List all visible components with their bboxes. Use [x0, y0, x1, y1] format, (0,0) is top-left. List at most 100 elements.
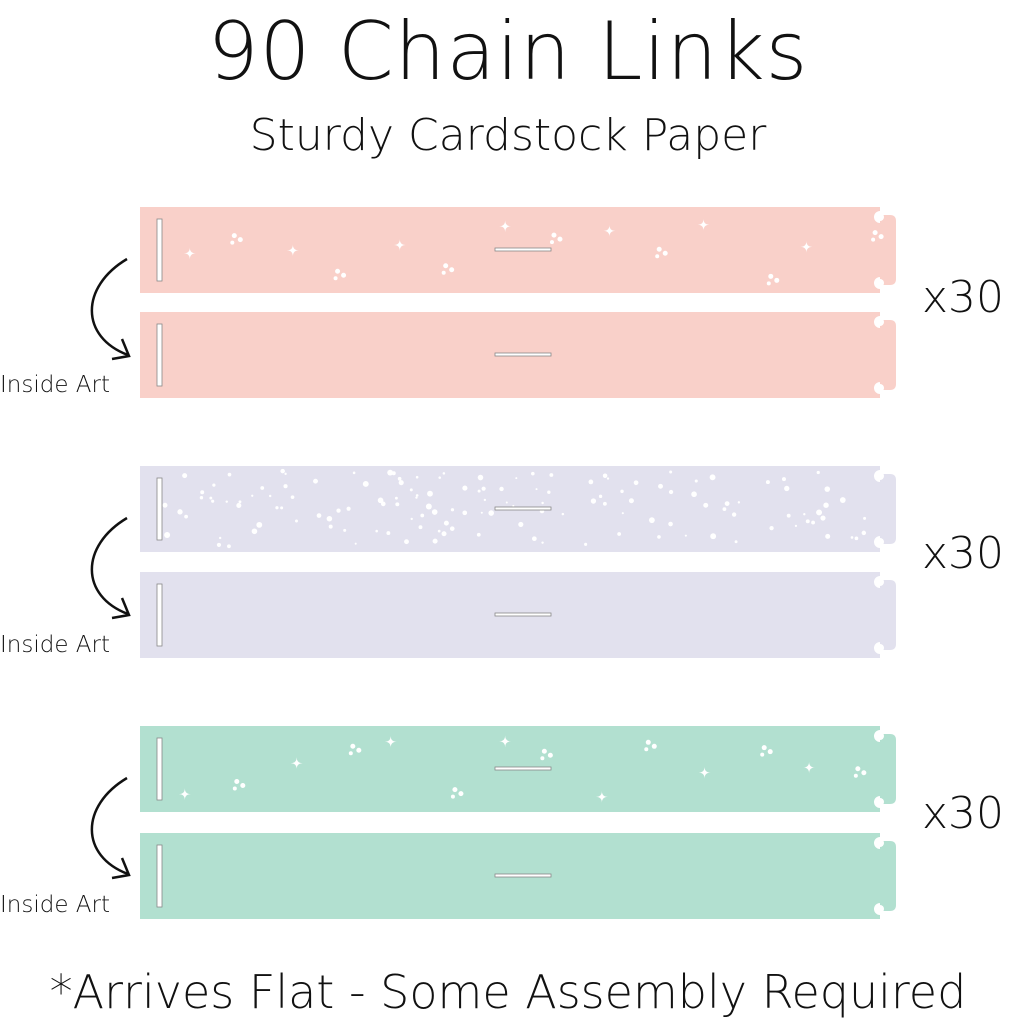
pattern-dot [450, 794, 455, 799]
link-notch [876, 472, 884, 480]
curved-arrow-icon [90, 257, 129, 357]
pattern-dot [633, 480, 639, 486]
pattern-dot [761, 745, 767, 751]
pattern-dot [231, 233, 237, 239]
pattern-dot [404, 539, 409, 545]
pattern-dot [515, 477, 518, 480]
pattern-dot [786, 513, 791, 518]
pattern-dot [280, 468, 285, 474]
pattern-dot [352, 471, 356, 475]
pattern-dot [499, 486, 504, 492]
link-notch [876, 538, 884, 546]
pattern-dot [232, 786, 237, 791]
pattern-dot [531, 471, 535, 476]
arrow-head-icon [111, 338, 131, 361]
pattern-dot [606, 477, 610, 480]
pattern-dot [722, 507, 727, 512]
pattern-dot [346, 506, 351, 511]
pattern-dot [709, 474, 716, 481]
quantity-label-pink: x30 [922, 272, 1005, 323]
pattern-dot [620, 489, 624, 494]
pattern-dot [766, 281, 771, 286]
pattern-dot [803, 513, 806, 516]
vertical-slot [156, 844, 163, 908]
pattern-dot [418, 525, 423, 530]
pattern-dot [644, 747, 649, 752]
pattern-dot [458, 791, 464, 797]
pattern-dot [549, 473, 554, 477]
pattern-dot [227, 472, 232, 477]
link-notch [876, 839, 884, 847]
pattern-dot [481, 486, 486, 491]
pattern-dot [275, 506, 279, 510]
pattern-dot [505, 501, 508, 504]
pattern-dot [734, 540, 738, 544]
pattern-dot [225, 500, 228, 503]
pattern-dot [541, 541, 544, 544]
pattern-dot [794, 524, 798, 527]
pattern-dot [694, 479, 698, 483]
pattern-dot [343, 528, 347, 532]
pattern-dot [598, 494, 603, 499]
pattern-dot [781, 477, 786, 482]
pattern-dot [200, 490, 205, 495]
pattern-dot [816, 470, 820, 475]
sparkle-icon [178, 788, 191, 801]
horizontal-slot [494, 873, 552, 878]
link-notch [876, 644, 884, 652]
quantity-label-mint: x30 [922, 788, 1005, 839]
sparkle-icon [393, 239, 406, 252]
pattern-dot [731, 512, 737, 517]
product-subtitle: Sturdy Cardstock Paper [249, 110, 767, 161]
sparkle-icon [290, 757, 303, 770]
pattern-dot [872, 230, 878, 236]
pattern-dot [691, 491, 697, 498]
pattern-dot [398, 480, 404, 486]
pattern-dot [438, 476, 442, 479]
pattern-dot [211, 499, 215, 503]
pattern-dot [825, 533, 831, 539]
pattern-dot [313, 478, 318, 484]
horizontal-slot [494, 506, 552, 511]
pattern-dot [268, 494, 272, 498]
pattern-dot [645, 739, 651, 745]
pattern-dot [541, 501, 544, 505]
pattern-dot [805, 519, 810, 524]
curved-arrow-icon [90, 776, 129, 876]
vertical-slot [156, 477, 163, 541]
pattern-dot [724, 501, 730, 506]
pattern-dot [441, 531, 447, 537]
pattern-dot [184, 514, 188, 519]
pattern-dot [602, 501, 607, 506]
inside-art-label-mint: Inside Art [0, 892, 111, 918]
pattern-dot [427, 490, 433, 497]
pattern-dot [621, 512, 624, 515]
sparkle-icon [286, 244, 299, 257]
pattern-dot [648, 517, 655, 524]
pattern-dot [737, 501, 741, 504]
quantity-label-lavender: x30 [922, 528, 1005, 579]
pattern-dot [260, 486, 265, 490]
pattern-dot [532, 536, 537, 542]
pattern-dot [182, 473, 188, 479]
pattern-dot [216, 542, 222, 548]
inside-art-label-lavender: Inside Art [0, 632, 111, 658]
pattern-dot [377, 497, 384, 504]
sparkle-icon [603, 224, 616, 237]
sparkle-icon [698, 766, 711, 779]
pattern-dot [477, 474, 484, 481]
pattern-dot [251, 528, 258, 535]
pattern-dot [854, 536, 859, 541]
horizontal-slot [494, 352, 552, 357]
link-notch [876, 732, 884, 740]
pattern-dot [760, 752, 765, 757]
pattern-dot [861, 770, 867, 776]
vertical-slot [156, 323, 163, 387]
pattern-dot [853, 773, 858, 778]
pattern-dot [450, 508, 455, 512]
pattern-dot [651, 743, 657, 749]
pattern-dot [549, 240, 554, 245]
pattern-dot [236, 502, 242, 508]
pattern-dot [668, 489, 674, 495]
